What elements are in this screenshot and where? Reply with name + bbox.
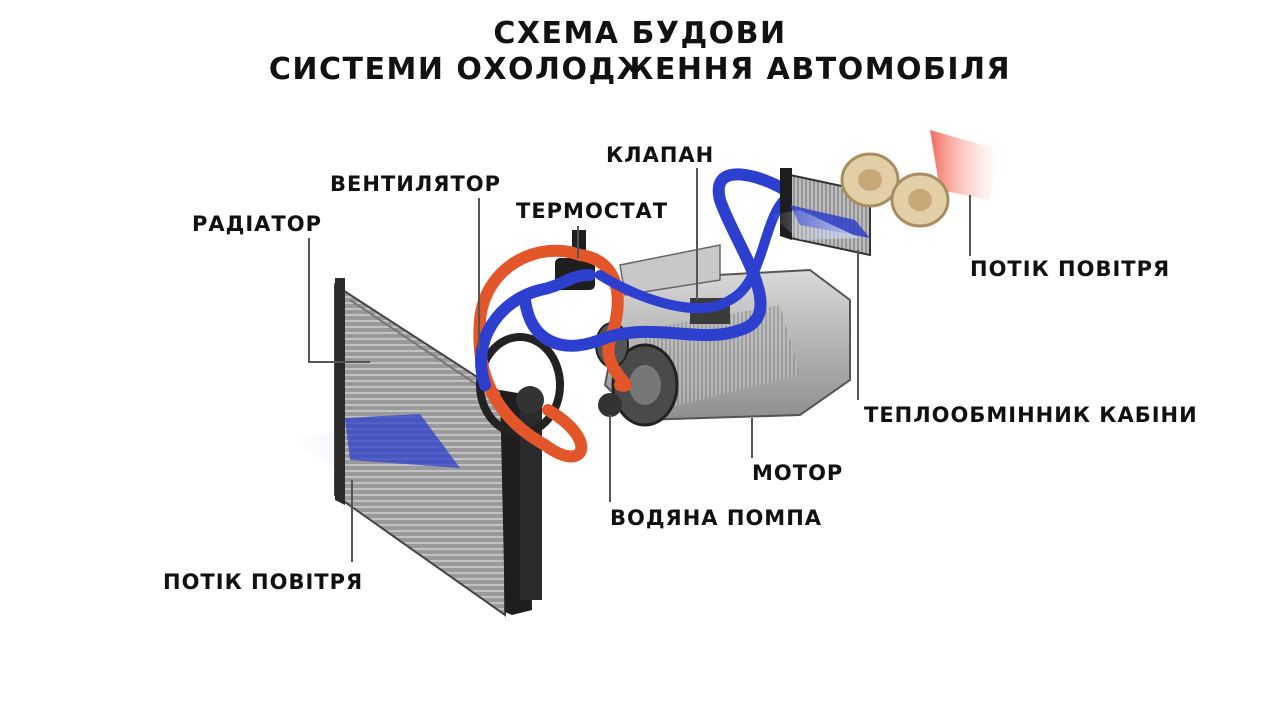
radiator (334, 278, 542, 617)
blower-fans (840, 130, 1000, 228)
label-airflow-right: ПОТІК ПОВІТРЯ (970, 257, 1171, 281)
label-heater-core: ТЕПЛООБМІННИК КАБІНИ (864, 403, 1198, 427)
title-line-2: СИСТЕМИ ОХОЛОДЖЕННЯ АВТОМОБІЛЯ (268, 52, 1012, 87)
label-radiator: РАДІАТОР (192, 212, 322, 236)
title-line-1: СХЕМА БУДОВИ (493, 16, 787, 51)
label-water-pump: ВОДЯНА ПОМПА (610, 506, 823, 530)
leader-lines (308, 168, 971, 562)
label-thermostat: ТЕРМОСТАТ (516, 199, 669, 223)
label-engine: МОТОР (752, 461, 844, 485)
label-airflow-left: ПОТІК ПОВІТРЯ (163, 570, 364, 594)
label-fan: ВЕНТИЛЯТОР (330, 172, 502, 196)
leader-radiator (308, 238, 370, 363)
label-valve: КЛАПАН (606, 143, 715, 167)
